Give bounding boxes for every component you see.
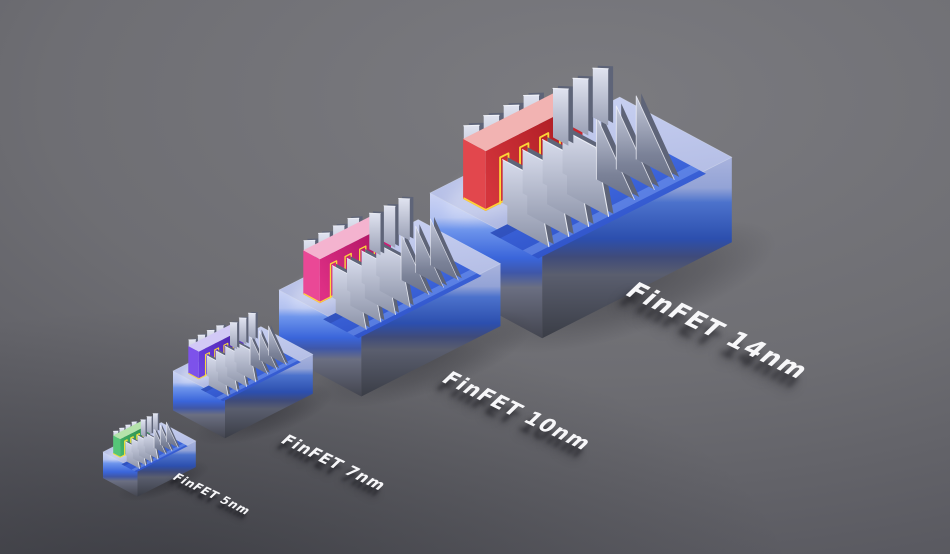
finfet-5nm-structure (102, 412, 210, 502)
finfet-14nm-structure (429, 65, 777, 354)
finfet-10nm-structure (278, 196, 534, 408)
finfet-7nm-structure (172, 312, 334, 446)
